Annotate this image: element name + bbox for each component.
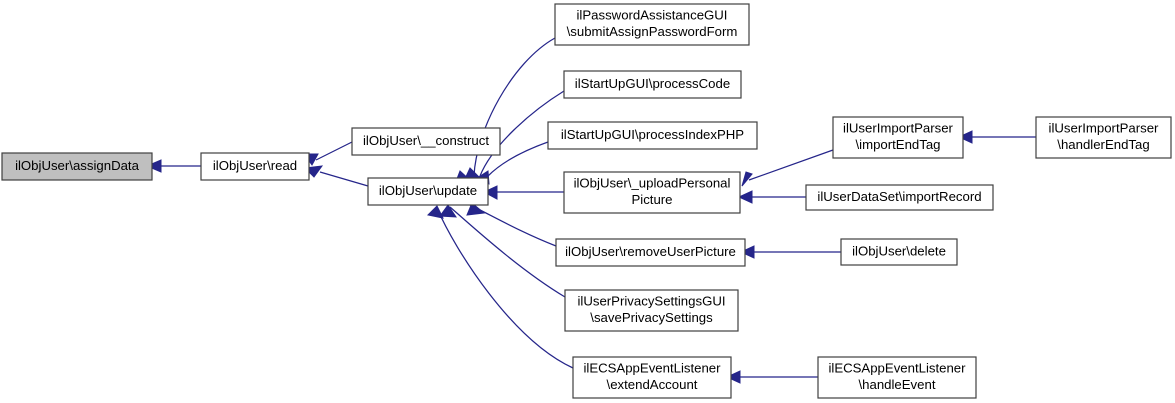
- arrowhead-read-to-assignData: [145, 159, 162, 173]
- node-box-uploadPersonalPicture[interactable]: [563, 171, 741, 214]
- node-box-construct[interactable]: [351, 127, 501, 156]
- node-box-read[interactable]: [200, 152, 310, 181]
- node-label-submitAssignPasswordForm-line2: \submitAssignPasswordForm: [567, 24, 738, 39]
- arrowhead-delete-to-removeUserPicture: [739, 245, 755, 259]
- edges-layer: [161, 37, 1036, 378]
- node-read[interactable]: ilObjUser\read: [200, 152, 310, 181]
- node-handleEvent[interactable]: ilECSAppEventListener\handleEvent: [817, 356, 977, 399]
- node-box-savePrivacySettings[interactable]: [564, 289, 739, 332]
- node-label-savePrivacySettings-line1: ilUserPrivacySettingsGUI: [577, 294, 725, 309]
- node-processCode[interactable]: ilStartUpGUI\processCode: [563, 70, 742, 99]
- node-handlerEndTag[interactable]: ilUserImportParser\handlerEndTag: [1035, 116, 1172, 159]
- node-label-handleEvent-line2: \handleEvent: [859, 377, 936, 392]
- node-savePrivacySettings[interactable]: ilUserPrivacySettingsGUI\savePrivacySett…: [564, 289, 739, 332]
- node-update[interactable]: ilObjUser\update: [367, 177, 489, 206]
- node-label-handlerEndTag-line2: \handlerEndTag: [1057, 137, 1149, 152]
- node-box-update[interactable]: [367, 177, 489, 206]
- edge-submitAssignPasswordForm-to-update: [473, 37, 556, 177]
- node-importRecord[interactable]: ilUserDataSet\importRecord: [805, 184, 994, 211]
- node-box-assignData[interactable]: [1, 152, 153, 181]
- node-box-handlerEndTag[interactable]: [1035, 116, 1172, 159]
- node-box-handleEvent[interactable]: [817, 356, 977, 399]
- node-box-removeUserPicture[interactable]: [555, 238, 746, 267]
- node-label-savePrivacySettings-line2: \savePrivacySettings: [590, 310, 713, 325]
- node-box-importRecord[interactable]: [805, 184, 994, 211]
- node-label-extendAccount-line2: \extendAccount: [607, 377, 698, 392]
- node-processIndexPHP[interactable]: ilStartUpGUI\processIndexPHP: [547, 121, 758, 150]
- node-box-extendAccount[interactable]: [572, 356, 732, 399]
- node-label-processIndexPHP-line1: ilStartUpGUI\processIndexPHP: [561, 127, 744, 142]
- node-label-removeUserPicture-line1: ilObjUser\removeUserPicture: [565, 244, 736, 259]
- node-label-update-line1: ilObjUser\update: [379, 183, 477, 198]
- node-label-uploadPersonalPicture-line1: ilObjUser\_uploadPersonal: [574, 176, 731, 191]
- node-label-importRecord-line1: ilUserDataSet\importRecord: [817, 189, 981, 204]
- node-construct[interactable]: ilObjUser\__construct: [351, 127, 501, 156]
- arrowhead-handleEvent-to-extendAccount: [725, 370, 741, 384]
- node-submitAssignPasswordForm[interactable]: ilPasswordAssistanceGUI\submitAssignPass…: [554, 3, 750, 46]
- node-label-importEndTag-line1: ilUserImportParser: [843, 121, 954, 136]
- node-label-handleEvent-line1: ilECSAppEventListener: [828, 361, 966, 376]
- node-delete[interactable]: ilObjUser\delete: [840, 238, 958, 266]
- node-label-delete-line1: ilObjUser\delete: [852, 243, 946, 258]
- node-label-construct-line1: ilObjUser\__construct: [363, 133, 489, 148]
- node-box-importEndTag[interactable]: [832, 116, 964, 159]
- edge-savePrivacySettings-to-update: [449, 206, 566, 298]
- node-extendAccount[interactable]: ilECSAppEventListener\extendAccount: [572, 356, 732, 399]
- arrowhead-fan-bottom-1: [466, 202, 486, 216]
- node-label-uploadPersonalPicture-line2: Picture: [631, 192, 672, 207]
- node-box-processCode[interactable]: [563, 70, 742, 99]
- arrowhead-handlerEndTag-to-importEndTag: [957, 130, 973, 144]
- node-label-assignData-line1: ilObjUser\assignData: [15, 158, 140, 173]
- node-box-delete[interactable]: [840, 238, 958, 266]
- edge-processCode-to-update: [479, 90, 565, 177]
- node-label-handlerEndTag-line1: ilUserImportParser: [1049, 121, 1160, 136]
- edge-update-to-read: [319, 171, 369, 187]
- node-label-processCode-line1: ilStartUpGUI\processCode: [575, 76, 730, 91]
- node-box-submitAssignPasswordForm[interactable]: [554, 3, 750, 46]
- arrowhead-importRecord-to-upload: [737, 190, 753, 204]
- arrowhead-fan-bottom-3: [426, 205, 444, 219]
- arrowhead-upload-to-update: [482, 185, 498, 200]
- node-importEndTag[interactable]: ilUserImportParser\importEndTag: [832, 116, 964, 159]
- node-box-processIndexPHP[interactable]: [547, 121, 758, 150]
- node-label-extendAccount-line1: ilECSAppEventListener: [583, 361, 721, 376]
- node-assignData[interactable]: ilObjUser\assignData: [1, 152, 153, 181]
- edge-construct-to-read: [315, 141, 353, 161]
- arrowhead-importEndTag-to-upload: [741, 171, 753, 187]
- edge-processIndexPHP-to-update: [487, 141, 549, 177]
- node-label-submitAssignPasswordForm-line1: ilPasswordAssistanceGUI: [577, 8, 728, 23]
- arrowhead-fan-bottom-2: [439, 204, 457, 218]
- edge-removeUserPicture-to-update: [469, 204, 557, 247]
- edge-importEndTag-to-uploadPersonalPicture: [748, 149, 834, 181]
- node-removeUserPicture[interactable]: ilObjUser\removeUserPicture: [555, 238, 746, 267]
- node-label-read-line1: ilObjUser\read: [213, 158, 297, 173]
- nodes-layer: ilObjUser\assignData ilObjUser\read ilObjU…: [1, 3, 1172, 399]
- node-label-importEndTag-line2: \importEndTag: [855, 137, 940, 152]
- edge-extendAccount-to-update: [436, 207, 574, 369]
